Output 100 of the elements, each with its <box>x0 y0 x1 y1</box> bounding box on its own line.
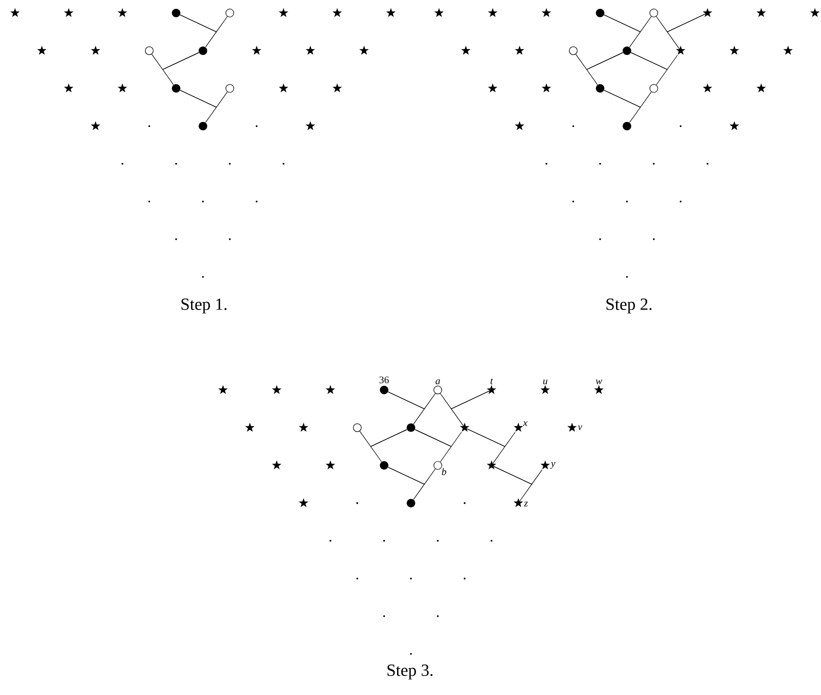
star-mark <box>488 83 498 92</box>
filled-dot <box>380 386 388 394</box>
star-mark <box>461 46 471 55</box>
connector-line <box>180 90 217 123</box>
star-mark <box>359 46 369 55</box>
filled-dot <box>406 423 416 432</box>
open-circle <box>434 461 442 470</box>
star-mark <box>306 46 316 55</box>
star-mark <box>245 422 255 432</box>
connector-line <box>586 52 624 86</box>
connector-line <box>414 429 452 462</box>
filled-dot <box>380 461 388 470</box>
star-mark <box>702 83 712 92</box>
star-mark <box>332 83 342 92</box>
point-label: u <box>543 380 548 384</box>
open-circle <box>144 46 154 55</box>
point-label: b <box>442 468 446 476</box>
connector-line <box>180 14 217 48</box>
star-mark <box>514 498 524 508</box>
connector-line <box>388 392 425 424</box>
star-mark <box>756 83 766 92</box>
star-mark <box>676 46 686 55</box>
step-caption: Step 2. <box>606 298 652 314</box>
star-mark <box>332 8 342 18</box>
filled-dot <box>172 84 180 93</box>
star-mark <box>218 384 228 394</box>
open-circle <box>352 423 362 432</box>
point-label: t <box>490 378 494 384</box>
star-mark <box>542 8 552 18</box>
star-mark <box>306 121 316 130</box>
star-mark <box>542 83 552 92</box>
star-mark <box>486 460 496 470</box>
open-circle <box>650 8 658 18</box>
open-circle <box>434 386 442 394</box>
star-mark <box>567 422 577 432</box>
filled-dot <box>622 46 632 55</box>
star-mark <box>514 422 524 432</box>
connector-line <box>388 466 425 500</box>
star-mark <box>730 46 740 55</box>
star-mark <box>298 498 308 508</box>
filled-dot <box>406 498 416 508</box>
connector-line <box>370 429 408 462</box>
connector-line <box>630 52 668 86</box>
open-circle <box>226 84 234 93</box>
star-mark <box>594 384 604 394</box>
star-mark <box>702 8 712 18</box>
star-mark <box>514 46 524 55</box>
connector-line <box>604 14 641 48</box>
point-label: a <box>436 379 440 384</box>
star-mark <box>540 460 550 470</box>
connector-line <box>466 428 506 464</box>
star-mark <box>278 8 288 18</box>
point-label: 36 <box>380 376 389 384</box>
star-mark <box>783 46 793 55</box>
star-mark <box>326 460 336 470</box>
star-mark <box>37 46 47 55</box>
filled-dot <box>172 8 180 18</box>
filled-dot <box>198 122 208 130</box>
star-mark <box>64 8 74 18</box>
star-mark <box>540 384 550 394</box>
connector-line <box>162 52 200 86</box>
star-mark <box>278 83 288 92</box>
open-circle <box>226 8 234 18</box>
connector-line <box>604 90 641 123</box>
star-mark <box>118 83 128 92</box>
star-mark <box>10 8 20 18</box>
point-label: x <box>522 421 528 426</box>
star-mark <box>90 46 100 55</box>
open-circle <box>650 84 658 93</box>
point-label: z <box>524 502 528 506</box>
filled-dot <box>596 8 604 18</box>
connector-line <box>493 466 532 502</box>
star-mark <box>488 8 498 18</box>
step-caption: Step 1. <box>182 298 226 314</box>
point-label: v <box>578 425 582 430</box>
connector-line <box>666 14 706 50</box>
open-circle <box>568 46 578 55</box>
connector-line <box>450 390 490 426</box>
step-caption: Step 3. <box>388 664 432 680</box>
filled-dot <box>596 84 604 93</box>
star-mark <box>460 422 470 432</box>
star-mark <box>756 8 766 18</box>
star-mark <box>386 8 396 18</box>
point-label: w <box>596 380 602 384</box>
star-mark <box>272 460 282 470</box>
star-mark <box>810 8 820 18</box>
star-mark <box>64 83 74 92</box>
star-mark <box>326 384 336 394</box>
filled-dot <box>622 122 632 130</box>
star-mark <box>118 8 128 18</box>
star-mark <box>434 8 444 18</box>
filled-dot <box>198 46 208 55</box>
point-label: y <box>550 462 556 469</box>
star-mark <box>90 121 100 130</box>
star-mark <box>298 422 308 432</box>
star-mark <box>514 121 524 130</box>
star-mark <box>252 46 262 55</box>
star-mark <box>730 121 740 130</box>
star-mark <box>272 384 282 394</box>
star-mark <box>486 384 496 394</box>
